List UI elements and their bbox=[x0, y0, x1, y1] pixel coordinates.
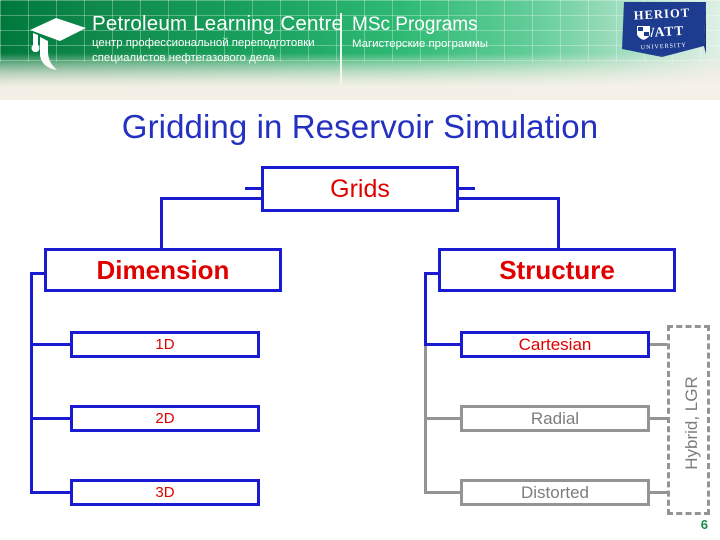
connector-radial-to-hybrid bbox=[650, 417, 670, 420]
node-radial[interactable]: Radial bbox=[460, 405, 650, 432]
node-hybrid-lgr-label: Hybrid, LGR bbox=[681, 376, 701, 470]
node-1d[interactable]: 1D bbox=[70, 331, 260, 358]
connector-structure-to-radial bbox=[424, 417, 463, 420]
connector-dimension-left-stub bbox=[30, 272, 47, 275]
node-hybrid-lgr-group[interactable]: Hybrid, LGR bbox=[667, 325, 710, 515]
connector-grids-to-dimension-horizontal bbox=[160, 197, 261, 200]
connector-cartesian-to-hybrid bbox=[650, 343, 670, 346]
program-title: MSc Programs bbox=[352, 14, 478, 35]
connector-distorted-to-hybrid bbox=[650, 491, 670, 494]
heriot-watt-logo: HERIOT WATT UNIVERSITY bbox=[620, 2, 706, 62]
node-distorted[interactable]: Distorted bbox=[460, 479, 650, 506]
connector-dimension-trunk bbox=[30, 272, 33, 493]
connector-grids-to-structure-vertical bbox=[557, 197, 560, 248]
brand-title: Petroleum Learning Centre bbox=[92, 12, 344, 35]
node-3d[interactable]: 3D bbox=[70, 479, 260, 506]
connector-grids-right-stub bbox=[459, 187, 475, 190]
connector-structure-to-distorted bbox=[424, 491, 463, 494]
header-divider bbox=[340, 13, 342, 85]
node-grids[interactable]: Grids bbox=[261, 166, 459, 212]
connector-structure-left-stub bbox=[424, 272, 441, 275]
page-number: 6 bbox=[700, 517, 708, 532]
shield-crest-icon bbox=[636, 25, 651, 42]
page-title: Gridding in Reservoir Simulation bbox=[121, 108, 599, 145]
node-dimension[interactable]: Dimension bbox=[44, 248, 282, 292]
node-structure[interactable]: Structure bbox=[438, 248, 676, 292]
brand-subtitle-line1: центр профессиональной переподготовки bbox=[92, 37, 315, 49]
connector-grids-to-structure-horizontal bbox=[459, 197, 560, 200]
program-block: MSc Programs Магистерские программы bbox=[352, 14, 488, 51]
connector-structure-trunk-upper bbox=[424, 272, 427, 346]
connector-grids-left-stub bbox=[245, 187, 261, 190]
connector-dimension-to-3d bbox=[30, 491, 72, 494]
program-subtitle: Магистерские программы bbox=[352, 38, 488, 50]
connector-dimension-to-1d bbox=[30, 343, 72, 346]
connector-grids-to-dimension-vertical bbox=[160, 197, 163, 248]
connector-dimension-to-2d bbox=[30, 417, 72, 420]
connector-structure-to-cartesian bbox=[424, 343, 463, 346]
node-cartesian[interactable]: Cartesian bbox=[460, 331, 650, 358]
node-2d[interactable]: 2D bbox=[70, 405, 260, 432]
